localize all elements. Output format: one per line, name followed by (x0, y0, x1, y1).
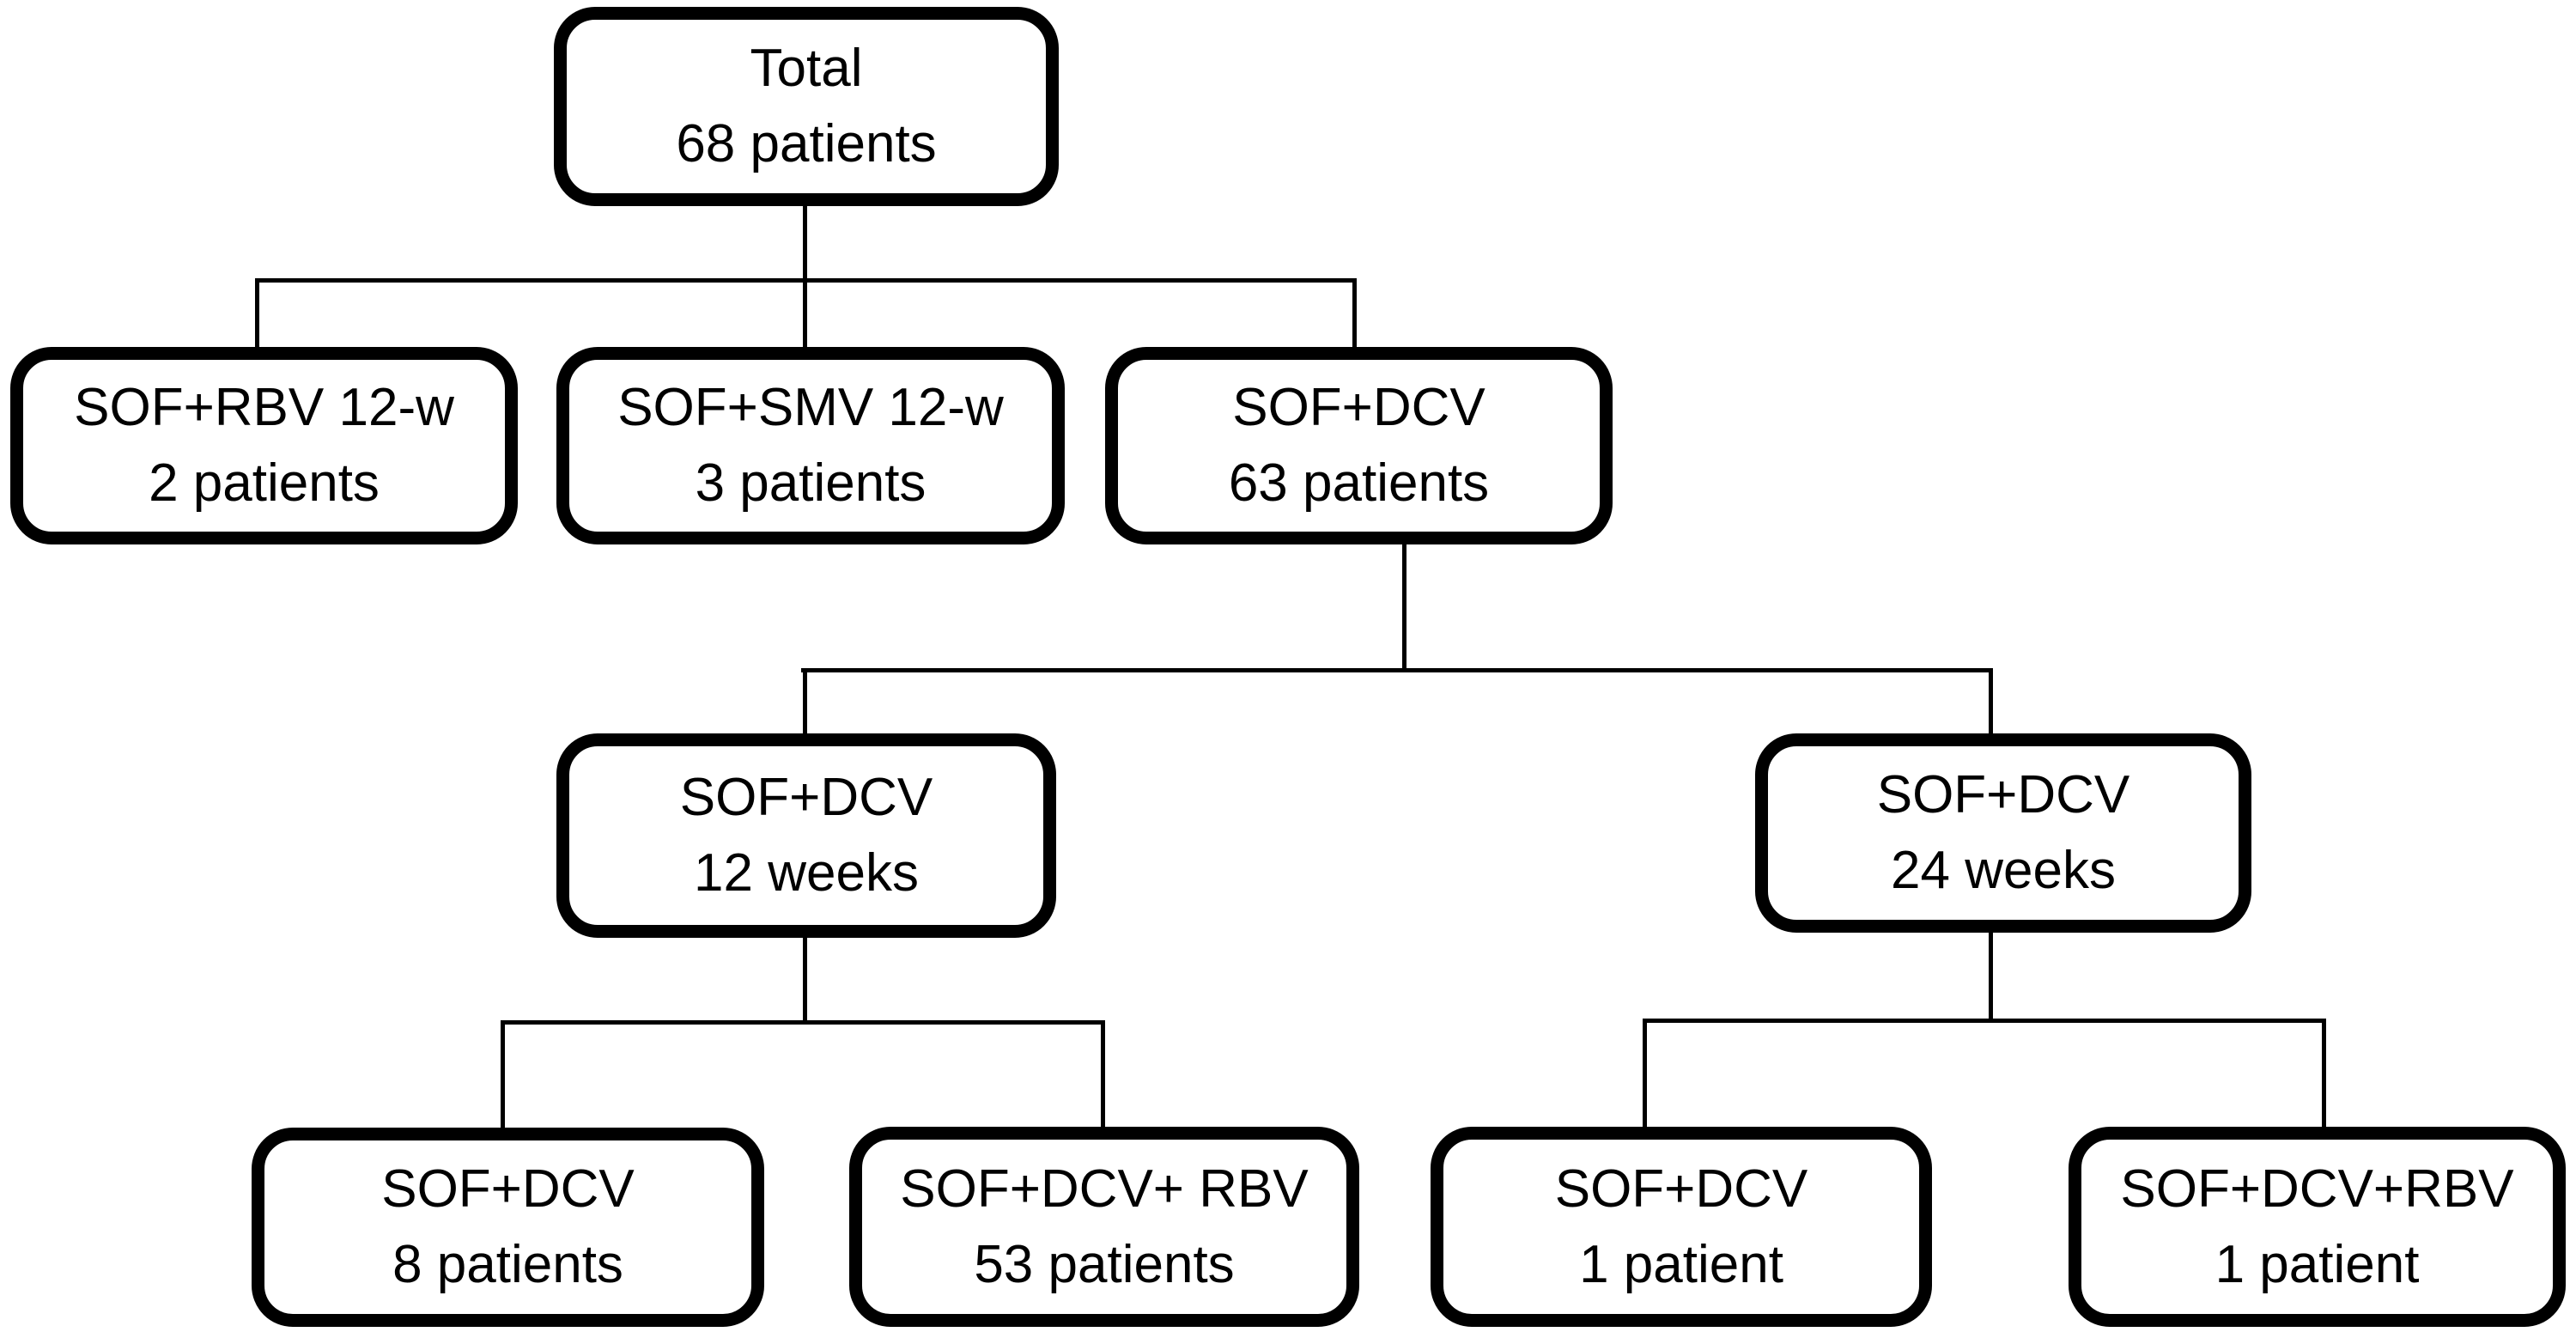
node-total-line1: Total (750, 39, 863, 98)
connector-total-stem (803, 206, 807, 347)
connector-drop-sof-dcv (1352, 278, 1357, 347)
node-sof-dcv-rbv-1-patient-line2: 1 patient (2215, 1234, 2420, 1294)
connector-drop-dcv12 (803, 668, 807, 733)
node-sof-rbv-12w-line1: SOF+RBV 12-w (74, 378, 454, 437)
node-sof-dcv-8-patients-line1: SOF+DCV (381, 1159, 635, 1219)
node-sof-smv-12w-line2: 3 patients (695, 453, 927, 513)
connector-dcv24-stem (1989, 933, 1993, 1022)
node-sof-dcv-1-patient: SOF+DCV 1 patient (1431, 1127, 1932, 1327)
node-sof-dcv-rbv-53-patients-line1: SOF+DCV+ RBV (900, 1159, 1309, 1219)
node-sof-dcv-line1: SOF+DCV (1232, 378, 1485, 437)
node-total-line2: 68 patients (676, 114, 937, 173)
node-sof-dcv-rbv-53-patients-line2: 53 patients (974, 1234, 1235, 1294)
node-sof-dcv-12-weeks-line2: 12 weeks (694, 843, 919, 903)
node-sof-dcv-1-patient-line2: 1 patient (1579, 1234, 1783, 1294)
node-sof-rbv-12w-line2: 2 patients (149, 453, 380, 513)
connector-row3-left-rail (501, 1020, 1105, 1025)
node-sof-smv-12w: SOF+SMV 12-w 3 patients (556, 347, 1065, 544)
connector-drop-dcv1 (1643, 1019, 1647, 1127)
connector-drop-dcv24 (1989, 668, 1993, 733)
connector-drop-sof-rbv (255, 278, 259, 347)
node-sof-dcv-rbv-53-patients: SOF+DCV+ RBV 53 patients (849, 1127, 1359, 1327)
node-sof-dcv-24-weeks-line2: 24 weeks (1891, 841, 2116, 900)
node-sof-rbv-12w: SOF+RBV 12-w 2 patients (10, 347, 518, 544)
node-sof-smv-12w-line1: SOF+SMV 12-w (617, 378, 1004, 437)
node-sof-dcv-12-weeks: SOF+DCV 12 weeks (556, 733, 1056, 938)
node-sof-dcv-8-patients: SOF+DCV 8 patients (252, 1128, 764, 1327)
connector-row1-rail (255, 278, 1357, 283)
node-sof-dcv-line2: 63 patients (1228, 453, 1490, 513)
connector-dcv12-stem (803, 938, 807, 1024)
connector-drop-dcv53 (1101, 1020, 1105, 1127)
node-sof-dcv-24-weeks: SOF+DCV 24 weeks (1755, 733, 2251, 933)
connector-drop-dcvrbv1 (2322, 1019, 2326, 1127)
node-total: Total 68 patients (554, 7, 1059, 206)
node-sof-dcv-8-patients-line2: 8 patients (392, 1235, 623, 1294)
node-sof-dcv-24-weeks-line1: SOF+DCV (1876, 765, 2130, 824)
node-sof-dcv-rbv-1-patient: SOF+DCV+RBV 1 patient (2069, 1127, 2566, 1327)
connector-drop-dcv8 (501, 1020, 505, 1128)
node-sof-dcv-1-patient-line1: SOF+DCV (1554, 1159, 1808, 1219)
connector-sof-dcv-stem (1402, 544, 1406, 672)
node-sof-dcv: SOF+DCV 63 patients (1105, 347, 1613, 544)
node-sof-dcv-12-weeks-line1: SOF+DCV (679, 768, 933, 827)
connector-row2-rail (801, 668, 1993, 672)
connector-row3-right-rail (1643, 1019, 2326, 1023)
node-sof-dcv-rbv-1-patient-line1: SOF+DCV+RBV (2120, 1159, 2514, 1219)
